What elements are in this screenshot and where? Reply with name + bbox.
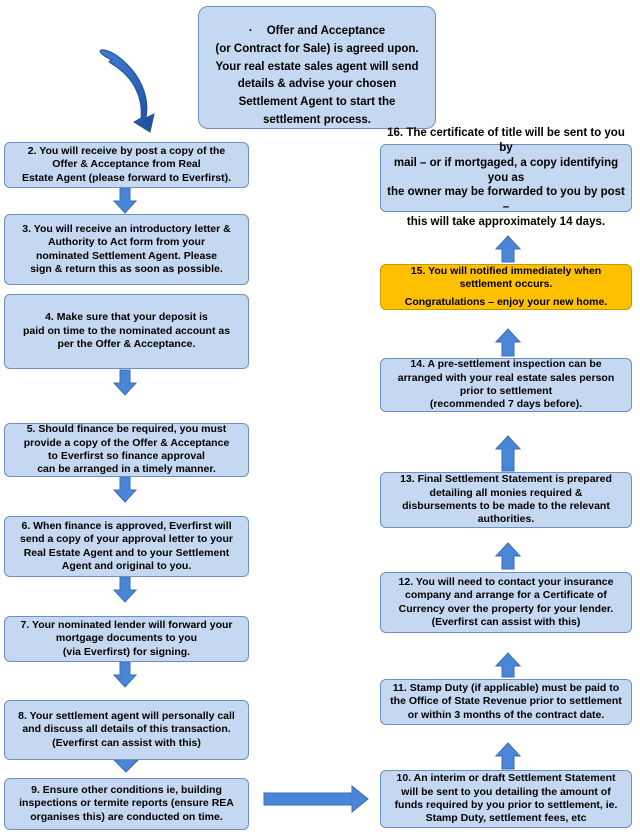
step-12-text: 12. You will need to contact your insura… [398, 575, 614, 628]
step-9-text: 9. Ensure other conditions ie, building … [19, 783, 234, 823]
right-arrow-9-10 [263, 784, 369, 814]
step-7-box: 7. Your nominated lender will forward yo… [4, 616, 249, 662]
offer-acceptance-heading: Offer and Acceptance [266, 24, 386, 37]
step-13-text: 13. Final Settlement Statement is prepar… [400, 473, 612, 526]
down-arrow-2-3 [112, 187, 138, 214]
offer-acceptance-body: (or Contract for Sale) is agreed upon. Y… [215, 42, 419, 127]
step-13-box: 13. Final Settlement Statement is prepar… [380, 472, 632, 528]
step-12-box: 12. You will need to contact your insura… [380, 572, 632, 633]
step-9-box: 9. Ensure other conditions ie, building … [4, 778, 249, 830]
curved-arrow-icon [99, 49, 155, 133]
step-3-text: 3. You will receive an introductory lett… [22, 222, 231, 275]
step-15-text: 15. You will notified immediately when s… [410, 264, 602, 291]
step-6-text: 6. When finance is approved, Everfirst w… [20, 519, 233, 572]
up-arrow-11-12 [494, 652, 522, 678]
step-2-box: 2. You will receive by post a copy of th… [4, 142, 249, 188]
up-arrow-15-16 [494, 235, 522, 263]
down-arrow-5-6 [112, 476, 138, 503]
step-16-box: 16. The certificate of title will be sen… [380, 127, 632, 228]
step-6-box: 6. When finance is approved, Everfirst w… [4, 516, 249, 577]
down-arrow-4-5 [112, 369, 138, 396]
offer-acceptance-title: · Offer and Acceptance [249, 5, 385, 41]
step-10-box: 10. An interim or draft Settlement State… [380, 770, 632, 828]
offer-acceptance-box: · Offer and Acceptance (or Contract for S… [198, 6, 436, 129]
step-3-box: 3. You will receive an introductory lett… [4, 214, 249, 285]
step-14-box: 14. A pre-settlement inspection can be a… [380, 358, 632, 412]
step-5-text: 5. Should finance be required, you must … [23, 423, 230, 476]
step-11-box: 11. Stamp Duty (if applicable) must be p… [380, 679, 632, 725]
down-arrow-7-8 [112, 661, 138, 688]
step-8-box: 8. Your settlement agent will personally… [4, 700, 249, 760]
step-5-box: 5. Should finance be required, you must … [4, 423, 249, 477]
step-10-text: 10. An interim or draft Settlement State… [394, 772, 618, 825]
step-15-congrats: Congratulations – enjoy your new home. [404, 295, 608, 308]
step-4-text: 4. Make sure that your deposit is paid o… [22, 311, 231, 351]
up-arrow-10-11 [494, 742, 522, 770]
bullet-glyph: · [248, 24, 253, 37]
step-11-text: 11. Stamp Duty (if applicable) must be p… [390, 681, 622, 721]
up-arrow-14-15 [494, 328, 522, 357]
step-14-text: 14. A pre-settlement inspection can be a… [397, 358, 615, 411]
step-16-text: 16. The certificate of title will be sen… [387, 126, 625, 229]
step-8-text: 8. Your settlement agent will personally… [18, 709, 235, 749]
down-arrow-6-7 [112, 576, 138, 603]
step-4-box: 4. Make sure that your deposit is paid o… [4, 294, 249, 369]
up-arrow-13-14 [494, 435, 522, 472]
step-7-text: 7. Your nominated lender will forward yo… [20, 618, 233, 658]
step-2-text: 2. You will receive by post a copy of th… [21, 144, 232, 184]
up-arrow-12-13 [494, 542, 522, 570]
step-15-box: 15. You will notified immediately when s… [380, 264, 632, 310]
